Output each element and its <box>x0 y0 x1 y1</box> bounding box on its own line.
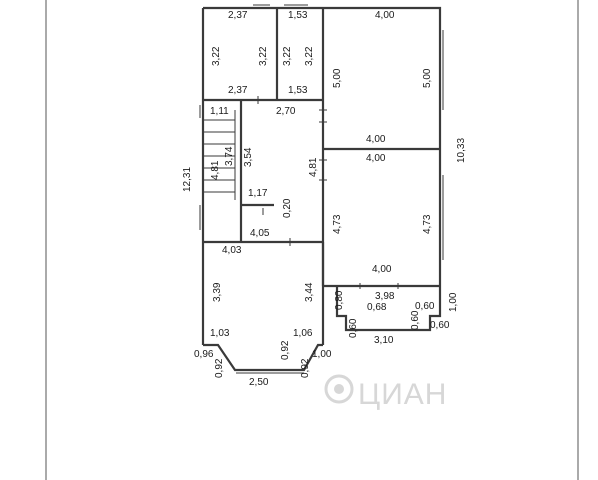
dim-label: 0,60 <box>430 320 450 331</box>
dim-label: 1,53 <box>288 10 308 21</box>
dim-label: 2,70 <box>276 106 296 117</box>
dim-label: 0,60 <box>410 310 421 330</box>
dim-label: 2,50 <box>249 377 269 388</box>
page-frame <box>45 0 579 480</box>
dim-label: 3,22 <box>304 46 315 66</box>
dim-label: 4,81 <box>308 157 319 177</box>
dim-label: 12,31 <box>182 167 193 192</box>
dim-label: 3,22 <box>211 46 222 66</box>
dim-label: 1,53 <box>288 85 308 96</box>
dim-label: 4,00 <box>366 134 386 145</box>
dim-label: 4,00 <box>372 264 392 275</box>
openings <box>199 4 444 374</box>
dim-label: 5,00 <box>422 68 433 88</box>
dim-label: 0,92 <box>280 340 291 360</box>
dim-label: 0,20 <box>282 198 293 218</box>
dim-label: 4,05 <box>250 228 270 239</box>
dim-label: 4,81 <box>210 160 221 180</box>
dim-label: 2,37 <box>228 10 248 21</box>
dimension-labels: 2,37 1,53 4,00 2,37 1,53 1,11 2,70 4,00 … <box>194 10 450 388</box>
stairs <box>203 110 236 200</box>
dimension-labels-vertical: 3,22 3,22 3,22 3,22 5,00 5,00 10,33 3,54… <box>182 46 467 378</box>
dim-label: 0,96 <box>194 349 214 360</box>
dim-label: 3,98 <box>375 291 395 302</box>
dim-label: 1,17 <box>248 188 268 199</box>
walls <box>201 6 442 372</box>
dim-label: 1,11 <box>210 106 229 117</box>
dim-label: 0,60 <box>415 301 435 312</box>
dim-label: 3,44 <box>304 282 315 302</box>
dim-label: 3,10 <box>374 335 394 346</box>
dim-label: 3,74 <box>224 146 235 166</box>
dim-label: 4,00 <box>366 153 386 164</box>
dim-label: 3,22 <box>282 46 293 66</box>
dim-label: 3,54 <box>243 147 254 167</box>
dim-label: 10,33 <box>456 138 467 163</box>
dim-label: 4,73 <box>332 214 343 234</box>
dim-label: 1,03 <box>210 328 230 339</box>
dim-label: 0,80 <box>334 290 345 310</box>
dim-label: 4,73 <box>422 214 433 234</box>
dim-label: 2,37 <box>228 85 248 96</box>
dim-label: 3,39 <box>212 282 223 302</box>
dim-label: 1,00 <box>448 292 459 312</box>
dim-label: 3,22 <box>258 46 269 66</box>
dim-label: 1,00 <box>312 349 332 360</box>
dim-label: 0,68 <box>367 302 387 313</box>
dim-label: 1,06 <box>293 328 313 339</box>
dim-label: 4,03 <box>222 245 242 256</box>
dim-label: 0,92 <box>300 358 311 378</box>
dim-label: 0,60 <box>348 318 359 338</box>
dim-label: 0,92 <box>214 358 225 378</box>
watermark: ЦИАН <box>322 378 447 412</box>
dim-label: 4,00 <box>375 10 395 21</box>
cian-logo-icon <box>324 374 354 404</box>
watermark-text: ЦИАН <box>358 378 448 411</box>
dim-label: 5,00 <box>332 68 343 88</box>
